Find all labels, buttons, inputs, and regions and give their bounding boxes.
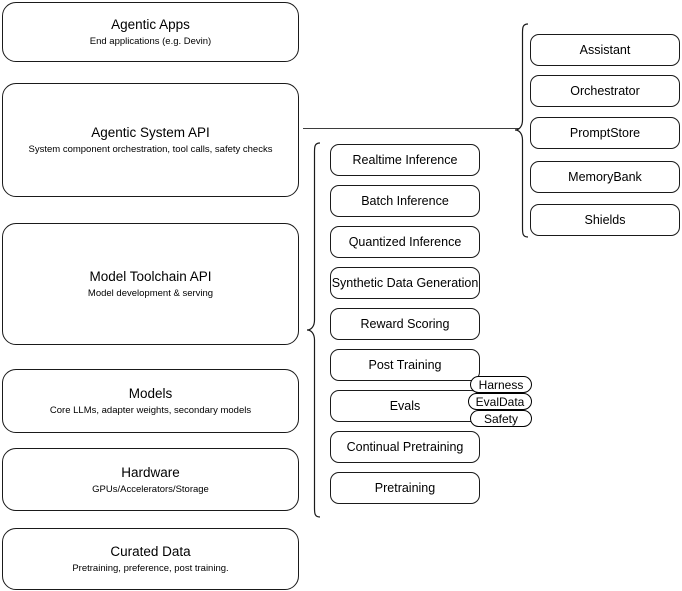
capability-label: Batch Inference — [361, 193, 449, 208]
eval-chip-label: Harness — [478, 377, 524, 392]
capability-label: Pretraining — [374, 480, 436, 495]
layer-title: Agentic Apps — [111, 17, 190, 32]
brace-agentic-system — [514, 23, 529, 238]
component-label: Orchestrator — [570, 83, 640, 98]
capability-box-pretraining[interactable]: Pretraining — [330, 472, 480, 504]
capability-box-evals[interactable]: Evals — [330, 390, 480, 422]
capability-box-post-training[interactable]: Post Training — [330, 349, 480, 381]
layer-subtitle: End applications (e.g. Devin) — [89, 36, 212, 47]
layer-subtitle: System component orchestration, tool cal… — [28, 144, 273, 155]
layer-box-models[interactable]: Models Core LLMs, adapter weights, secon… — [2, 369, 299, 433]
component-label: Assistant — [579, 42, 631, 57]
layer-subtitle: Core LLMs, adapter weights, secondary mo… — [49, 405, 252, 416]
layer-box-model-toolchain-api[interactable]: Model Toolchain API Model development & … — [2, 223, 299, 345]
capability-label: Realtime Inference — [352, 152, 458, 167]
layer-title: Curated Data — [110, 544, 191, 559]
capability-box-reward-scoring[interactable]: Reward Scoring — [330, 308, 480, 340]
layer-title: Agentic System API — [91, 125, 210, 140]
component-box-assistant[interactable]: Assistant — [530, 34, 680, 66]
layer-subtitle: GPUs/Accelerators/Storage — [92, 483, 209, 495]
capability-label: Continual Pretraining — [346, 439, 464, 454]
component-box-promptstore[interactable]: PromptStore — [530, 117, 680, 149]
eval-chip-harness[interactable]: Harness — [470, 376, 532, 393]
capability-label: Quantized Inference — [348, 234, 462, 249]
eval-chip-label: Safety — [483, 411, 519, 426]
capability-label: Post Training — [368, 357, 442, 372]
layer-title: Model Toolchain API — [89, 269, 212, 284]
capability-box-quantized-inference[interactable]: Quantized Inference — [330, 226, 480, 258]
component-label: Shields — [584, 212, 626, 227]
layer-title: Hardware — [121, 464, 180, 480]
component-label: PromptStore — [569, 125, 641, 140]
component-box-shields[interactable]: Shields — [530, 204, 680, 236]
capability-box-synthetic-data-generation[interactable]: Synthetic Data Generation — [330, 267, 480, 299]
layer-subtitle: Pretraining, preference, post training. — [72, 563, 229, 574]
component-label: MemoryBank — [568, 169, 642, 184]
capability-box-batch-inference[interactable]: Batch Inference — [330, 185, 480, 217]
brace-model-toolchain — [306, 142, 321, 518]
eval-chip-safety[interactable]: Safety — [470, 410, 532, 427]
capability-label: Evals — [389, 398, 421, 413]
layer-box-agentic-system-api[interactable]: Agentic System API System component orch… — [2, 83, 299, 197]
connector-agentic-system-api-to-components — [303, 128, 519, 129]
layer-subtitle: Model development & serving — [87, 288, 214, 299]
layer-box-curated-data[interactable]: Curated Data Pretraining, preference, po… — [2, 528, 299, 590]
layer-box-agentic-apps[interactable]: Agentic Apps End applications (e.g. Devi… — [2, 2, 299, 62]
capability-label: Synthetic Data Generation — [331, 275, 479, 290]
eval-chip-label: EvalData — [475, 394, 525, 409]
component-box-memorybank[interactable]: MemoryBank — [530, 161, 680, 193]
capability-box-realtime-inference[interactable]: Realtime Inference — [330, 144, 480, 176]
capability-label: Reward Scoring — [360, 316, 450, 331]
eval-chip-evaldata[interactable]: EvalData — [468, 393, 532, 410]
layer-title: Models — [128, 386, 173, 401]
component-box-orchestrator[interactable]: Orchestrator — [530, 75, 680, 107]
capability-box-continual-pretraining[interactable]: Continual Pretraining — [330, 431, 480, 463]
layer-box-hardware[interactable]: Hardware GPUs/Accelerators/Storage — [2, 448, 299, 511]
